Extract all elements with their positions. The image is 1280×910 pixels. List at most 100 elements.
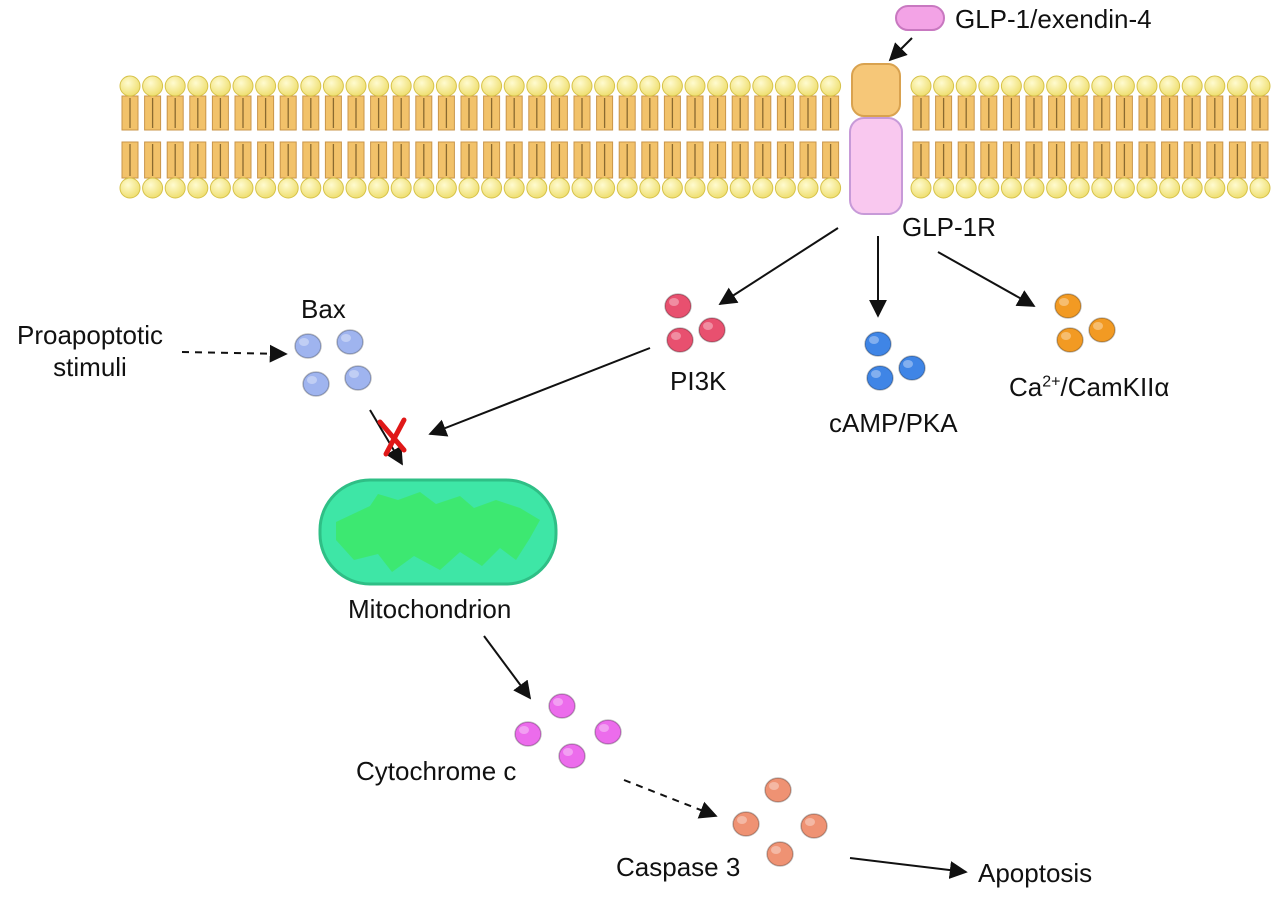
lipid-head [413, 75, 435, 97]
mitochondrion-label: Mitochondrion [348, 594, 512, 624]
lipid-head [503, 177, 525, 199]
lipid-head [1023, 177, 1045, 199]
molecule-highlight [671, 332, 681, 340]
arrow-ligand-to-receptor [888, 37, 913, 62]
lipid-head [1181, 177, 1203, 199]
lipid-head [616, 75, 638, 97]
pi3k-label: PI3K [670, 366, 727, 396]
mitochondrion-organelle [318, 478, 558, 586]
lipid-head [594, 177, 616, 199]
lipid-head [548, 177, 570, 199]
lipid-head [639, 177, 661, 199]
molecule-highlight [1061, 332, 1071, 340]
arrow-stimuli-to-bax [181, 344, 288, 363]
lipid-head [232, 177, 254, 199]
lipid-head [616, 177, 638, 199]
lipid-head [142, 177, 164, 199]
lipid-head [1023, 75, 1045, 97]
molecule [898, 355, 926, 381]
lipid-head [729, 177, 751, 199]
lipid-head [1046, 177, 1068, 199]
molecule [864, 331, 892, 357]
lipid-head [910, 177, 932, 199]
lipid-head [322, 75, 344, 97]
lipid-head [526, 75, 548, 97]
lipid-head [933, 177, 955, 199]
lipid-head [1159, 177, 1181, 199]
lipid-head [1204, 75, 1226, 97]
lipid-head [955, 75, 977, 97]
molecule [698, 317, 726, 343]
molecule [302, 371, 330, 397]
lipid-head [955, 177, 977, 199]
camkii-label-base: Ca [1009, 372, 1043, 402]
camkii-label-superscript: 2+ [1042, 373, 1061, 391]
lipid-head [1226, 75, 1248, 97]
lipid-head [119, 75, 141, 97]
arrow-caspase-to-apoptosis [849, 857, 968, 879]
molecule [866, 365, 894, 391]
arrows [369, 37, 1036, 879]
camkii-label: Ca2+/CamKIIα [1009, 372, 1169, 402]
molecule-highlight [563, 748, 573, 756]
molecule-highlight [903, 360, 913, 368]
lipid-head [300, 177, 322, 199]
lipid-head [978, 177, 1000, 199]
bax-cluster [294, 329, 372, 397]
lipid-head [1046, 75, 1068, 97]
molecule-highlight [349, 370, 359, 378]
lipid-head [548, 75, 570, 97]
arrow-receptor-to-pi3k [718, 227, 839, 305]
lipid-head [277, 177, 299, 199]
lipid-head [435, 177, 457, 199]
arrow-receptor-to-camkii [937, 251, 1036, 307]
ligand-label: GLP-1/exendin-4 [955, 4, 1152, 34]
lipid-head [345, 177, 367, 199]
camkii-label-rest: /CamKIIα [1060, 372, 1170, 402]
molecule-highlight [737, 816, 747, 824]
lipid-head [978, 75, 1000, 97]
lipid-head [1136, 177, 1158, 199]
camkii-cluster [1054, 293, 1116, 353]
molecule [514, 721, 542, 747]
cytochrome-cluster [514, 693, 622, 769]
molecule-highlight [771, 846, 781, 854]
molecule [548, 693, 576, 719]
stimuli-label-line2: stimuli [53, 352, 127, 382]
lipid-head [209, 75, 231, 97]
lipid-head [164, 177, 186, 199]
lipid-head [797, 177, 819, 199]
molecule [336, 329, 364, 355]
lipid-head [1249, 75, 1271, 97]
lipid-head [255, 177, 277, 199]
molecule-highlight [703, 322, 713, 330]
molecule [344, 365, 372, 391]
arrow-bax-to-mitochondrion [369, 409, 403, 466]
lipid-head [1136, 75, 1158, 97]
receptor-label: GLP-1R [902, 212, 996, 242]
lipid-head [232, 75, 254, 97]
lipid-head [752, 177, 774, 199]
lipid-head [707, 75, 729, 97]
molecule-highlight [805, 818, 815, 826]
molecule-highlight [871, 370, 881, 378]
lipid-head [526, 177, 548, 199]
caspase-label: Caspase 3 [616, 852, 741, 882]
molecule-highlight [299, 338, 309, 346]
cytochrome-label: Cytochrome c [356, 756, 517, 786]
arrow-mitochondrion-to-cytochrome [483, 635, 532, 700]
lipid-head [390, 75, 412, 97]
lipid-head [413, 177, 435, 199]
inhibition-x-icon [377, 417, 407, 457]
molecule-highlight [599, 724, 609, 732]
glp1-ligand [895, 5, 945, 31]
lipid-head [481, 75, 503, 97]
molecule-highlight [869, 336, 879, 344]
molecule-highlight [669, 298, 679, 306]
lipid-head [119, 177, 141, 199]
lipid-head [458, 177, 480, 199]
lipid-head [661, 177, 683, 199]
camp-pka-label: cAMP/PKA [829, 408, 958, 438]
